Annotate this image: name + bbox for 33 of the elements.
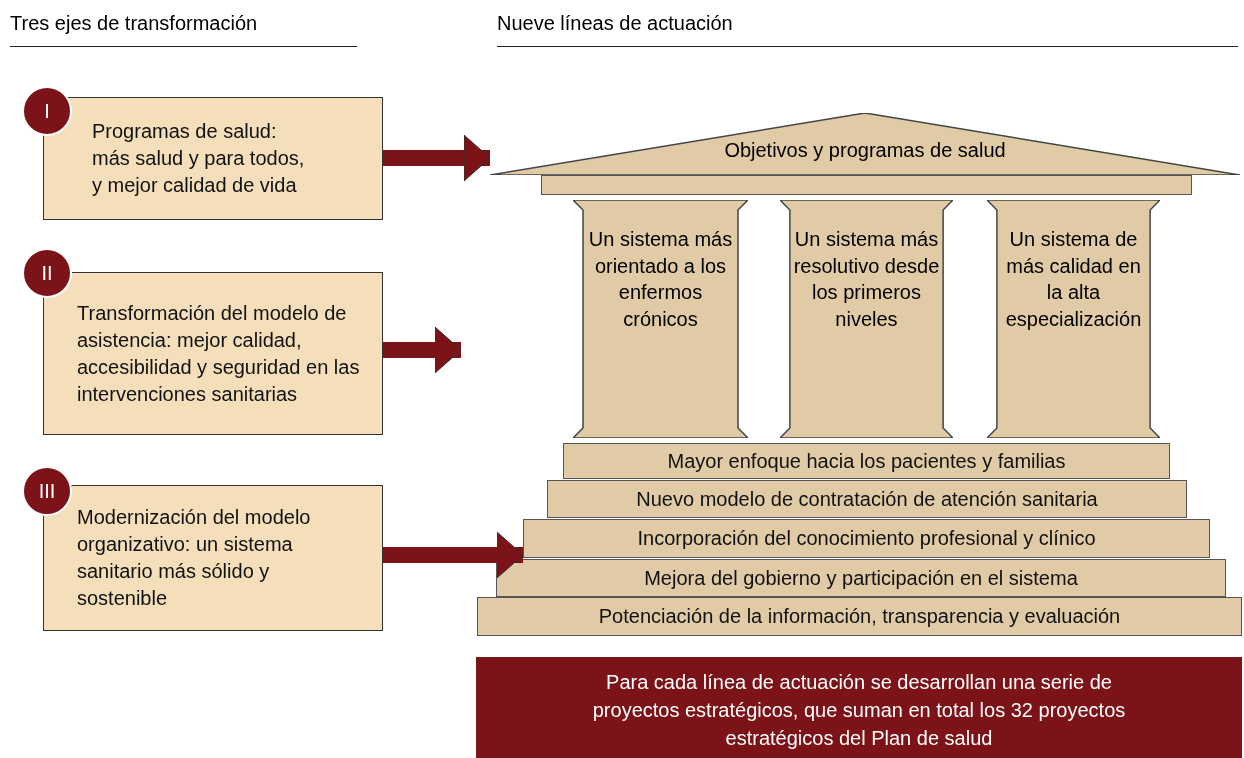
pillar xyxy=(573,200,748,438)
block-arrow xyxy=(383,134,491,182)
node-text: Un sistema más orientado a los enfermos crónicos xyxy=(587,227,734,332)
roof-pediment xyxy=(490,113,1240,175)
node-text: I xyxy=(44,99,50,123)
note-banner xyxy=(476,657,1242,758)
node-text: Potenciación de la información, transparencia y evaluación xyxy=(598,605,1121,628)
block-arrow xyxy=(383,326,462,374)
node-text: Programas de salud: más salud y para todos, y mejor calidad de vida xyxy=(92,119,306,198)
block-arrow xyxy=(383,531,524,579)
axis-box xyxy=(43,97,383,220)
section-heading: Tres ejes de transformación xyxy=(10,12,258,35)
step-band xyxy=(523,519,1210,558)
step-band xyxy=(477,597,1242,636)
pillar xyxy=(987,200,1160,438)
node-text: Objetivos y programas de salud xyxy=(723,139,1007,162)
step-band xyxy=(563,443,1170,479)
node-text: III xyxy=(38,479,56,503)
node-text: Para cada línea de actuación se desarrollan una serie de proyectos estratégicos, que suman en total los 32 proyectos estratégicos del Plan de salud xyxy=(591,670,1127,751)
architrave-bar xyxy=(541,175,1192,195)
node-text: Mejora del gobierno y participación en el sistema xyxy=(644,566,1078,590)
node-text: Mayor enfoque hacia los pacientes y familias xyxy=(667,449,1066,473)
section-heading: Nueve líneas de actuación xyxy=(497,12,733,35)
step-band xyxy=(547,480,1187,518)
step-band xyxy=(496,559,1226,597)
node-text: Nuevo modelo de contratación de atención sanitaria xyxy=(636,487,1098,511)
node-text: Incorporación del conocimiento profesional y clínico xyxy=(637,527,1096,550)
node-text: Transformación del modelo de asistencia: mejor calidad, accesibilidad y seguridad en las intervenciones sanitarias xyxy=(77,300,361,407)
node-text: II xyxy=(41,261,53,285)
node-text: Modernización del modelo organizativo: un sistema sanitario más sólido y sostenible xyxy=(77,505,312,611)
pillar xyxy=(780,200,953,438)
node-text: Un sistema más resolutivo desde los primeros niveles xyxy=(792,227,941,332)
node-text: Un sistema de más calidad en la alta especialización xyxy=(1004,227,1143,332)
